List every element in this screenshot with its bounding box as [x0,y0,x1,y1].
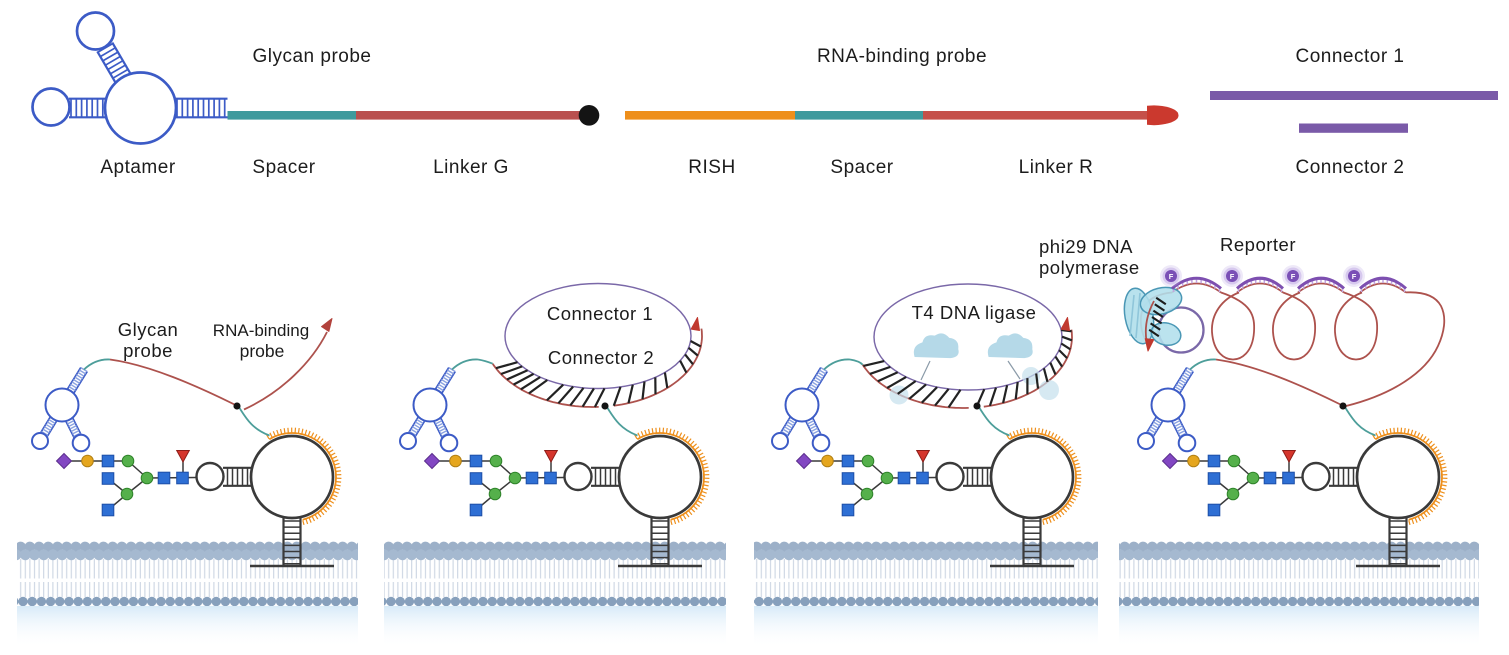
svg-text:probe: probe [240,341,285,361]
svg-text:Linker G: Linker G [433,157,509,178]
svg-text:F: F [1291,272,1296,281]
svg-text:Connector 1: Connector 1 [1295,46,1404,67]
svg-text:RNA-binding probe: RNA-binding probe [817,46,987,67]
svg-text:Aptamer: Aptamer [100,157,175,178]
svg-text:Connector 2: Connector 2 [548,347,654,368]
svg-text:RNA-binding: RNA-binding [213,321,309,340]
svg-text:Spacer: Spacer [252,157,315,178]
svg-text:Spacer: Spacer [830,157,893,178]
svg-text:T4 DNA ligase: T4 DNA ligase [912,302,1037,323]
svg-text:Connector 2: Connector 2 [1295,157,1404,178]
svg-text:phi29 DNA: phi29 DNA [1039,236,1133,257]
svg-text:Glycan: Glycan [118,319,179,340]
svg-text:F: F [1352,272,1357,281]
svg-text:Glycan probe: Glycan probe [252,46,371,67]
svg-text:F: F [1230,272,1235,281]
svg-text:Reporter: Reporter [1220,234,1296,255]
svg-text:F: F [1169,272,1174,281]
svg-text:Linker R: Linker R [1019,157,1094,178]
svg-text:Connector 1: Connector 1 [547,303,653,324]
svg-text:RISH: RISH [688,157,735,178]
svg-text:polymerase: polymerase [1039,257,1140,278]
svg-text:probe: probe [123,340,173,361]
